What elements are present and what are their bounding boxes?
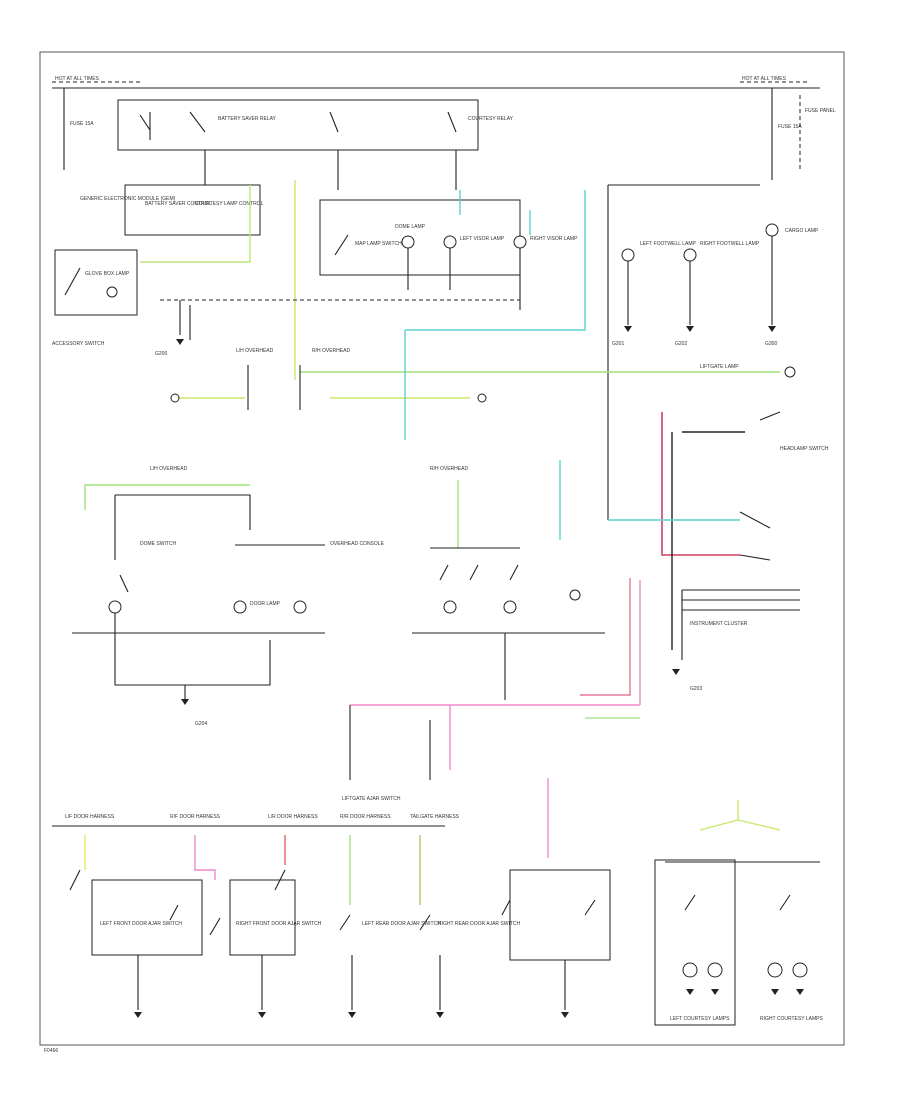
liftgate-lamp-label: LIFTGATE LAMP bbox=[700, 364, 739, 370]
map-dome-area: MAP LAMP SWITCH DOME LAMP LEFT VISOR LAM… bbox=[319, 199, 578, 310]
wire-red-right bbox=[661, 412, 740, 556]
courtesy-lamps: LEFT COURTESY LAMPS RIGHT COURTESY LAMPS bbox=[654, 800, 823, 1026]
lf-harness-label: L/F DOOR HARNESS bbox=[65, 814, 115, 820]
gem-label: GENERIC ELECTRONIC MODULE (GEM) bbox=[80, 196, 176, 202]
ground-label-g203: G203 bbox=[690, 686, 702, 692]
battery-saver-relay-label: BATTERY SAVER RELAY bbox=[218, 116, 277, 122]
wire-pink-rf bbox=[194, 835, 216, 880]
battery-saver-ctrl-label: BATTERY SAVER CONTROL bbox=[145, 201, 212, 207]
relay-block: BATTERY SAVER RELAY COURTESY RELAY bbox=[117, 99, 514, 190]
liftgate-lamp-bulb bbox=[784, 366, 796, 378]
right-footwell-label: RIGHT FOOTWELL LAMP bbox=[700, 241, 760, 247]
rr-harness-label: R/R DOOR HARNESS bbox=[340, 814, 391, 820]
cargo-lamp-label: CARGO LAMP bbox=[785, 228, 819, 234]
frame-code: F0466 bbox=[44, 1048, 58, 1054]
rf-door-switch-label: RIGHT FRONT DOOR AJAR SWITCH bbox=[236, 921, 322, 927]
lf-door-switch-label: LEFT FRONT DOOR AJAR SWITCH bbox=[100, 921, 182, 927]
dome-switch-label: DOME SWITCH bbox=[140, 541, 176, 547]
lr-door-switch-label: LEFT REAR DOOR AJAR SWITCH bbox=[362, 921, 441, 927]
glove-box-area: GLOVE BOX LAMP ACCESSORY SWITCH bbox=[52, 249, 138, 347]
ground-label-g200: G200 bbox=[155, 351, 167, 357]
ground-label-g204: G204 bbox=[195, 721, 207, 727]
left-footwell-label: LEFT FOOTWELL LAMP bbox=[640, 241, 697, 247]
wire-ground-run bbox=[179, 300, 191, 340]
left-visor-label: LEFT VISOR LAMP bbox=[460, 236, 505, 242]
right-courtesy-label: RIGHT COURTESY LAMPS bbox=[760, 1016, 823, 1022]
wire-bundle-right bbox=[681, 589, 800, 660]
door-lamp-label: DOOR LAMP bbox=[250, 601, 281, 607]
wire-pink-center bbox=[350, 580, 641, 706]
liftgate-ajar-label: LIFTGATE AJAR SWITCH bbox=[342, 796, 401, 802]
wire-teal-long bbox=[404, 190, 586, 440]
door-switches: LEFT FRONT DOOR AJAR SWITCH RIGHT FRONT … bbox=[69, 835, 611, 1018]
headlamp-switch bbox=[739, 411, 781, 561]
dome-lamp-label: DOME LAMP bbox=[395, 224, 426, 230]
hot-label-left: HOT AT ALL TIMES bbox=[55, 76, 100, 82]
ground-label-g201: G201 bbox=[612, 341, 624, 347]
glove-box-lamp-label: GLOVE BOX LAMP bbox=[85, 271, 130, 277]
rh-overhead-label: R/H OVERHEAD bbox=[430, 466, 468, 472]
fuse-label-left: FUSE 15A bbox=[70, 121, 94, 127]
diagram-frame bbox=[39, 51, 845, 1046]
overhead-console-label: OVERHEAD CONSOLE bbox=[330, 541, 385, 547]
wire-red-center bbox=[580, 578, 631, 696]
accessory-switch-label: ACCESSORY SWITCH bbox=[52, 341, 105, 347]
tailgate-harness-label: TAILGATE HARNESS bbox=[410, 814, 460, 820]
rf-harness-label: R/F DOOR HARNESS bbox=[170, 814, 221, 820]
top-power-bus: HOT AT ALL TIMES HOT AT ALL TIMES FUSE 1… bbox=[52, 76, 836, 180]
fuse-label-right: FUSE 15A bbox=[778, 124, 802, 130]
instrument-cluster-label: INSTRUMENT CLUSTER bbox=[690, 621, 748, 627]
gem-module: GENERIC ELECTRONIC MODULE (GEM) BATTERY … bbox=[80, 184, 264, 236]
lh-overhead-console: L/H OVERHEAD DOOR LAMP DOME SWITCH G204 bbox=[72, 466, 325, 727]
lh-overhead-label: L/H OVERHEAD bbox=[150, 466, 188, 472]
rr-door-switch-label: RIGHT REAR DOOR AJAR SWITCH bbox=[438, 921, 521, 927]
footwell-cargo-area: LEFT FOOTWELL LAMP RIGHT FOOTWELL LAMP C… bbox=[607, 184, 819, 520]
ground-label-g202: G202 bbox=[675, 341, 687, 347]
courtesy-ctrl-label: COURTESY LAMP CONTROL bbox=[195, 201, 264, 207]
fuse-panel-label: FUSE PANEL bbox=[805, 108, 836, 114]
rh-overhead-top: R/H OVERHEAD bbox=[312, 348, 350, 354]
lr-harness-label: L/R DOOR HARNESS bbox=[268, 814, 318, 820]
left-courtesy-label: LEFT COURTESY LAMPS bbox=[670, 1016, 730, 1022]
wire-green-gem bbox=[140, 185, 251, 263]
wire-black-right bbox=[671, 431, 745, 650]
map-lamp-switch-label: MAP LAMP SWITCH bbox=[355, 241, 402, 247]
wire-pink-down bbox=[449, 705, 549, 858]
headlamp-switch-label: HEADLAMP SWITCH bbox=[780, 446, 829, 452]
ground-symbol-g200 bbox=[176, 339, 184, 345]
courtesy-relay-label: COURTESY RELAY bbox=[468, 116, 514, 122]
hot-label-right: HOT AT ALL TIMES bbox=[742, 76, 787, 82]
lh-overhead-top: L/H OVERHEAD bbox=[236, 348, 274, 354]
wire-green-lh bbox=[84, 484, 250, 510]
right-visor-label: RIGHT VISOR LAMP bbox=[530, 236, 578, 242]
ground-label-g300: G300 bbox=[765, 341, 777, 347]
liftgate-harness bbox=[349, 705, 431, 780]
wire-yellow-green-courtesy bbox=[699, 800, 781, 831]
rh-overhead-console: R/H OVERHEAD OVERHEAD CONSOLE bbox=[330, 460, 605, 700]
